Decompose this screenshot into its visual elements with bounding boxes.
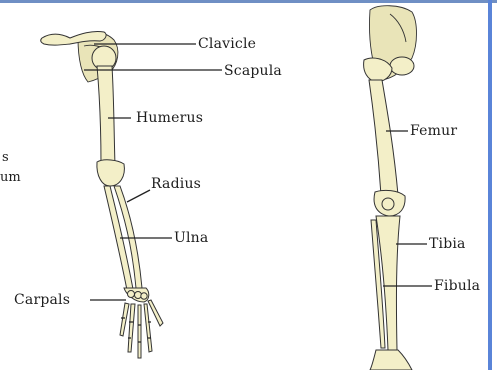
label-femur: Femur (410, 123, 457, 139)
cutoff-text-line1: s (2, 150, 9, 166)
patella (382, 198, 394, 210)
label-carpals: Carpals (14, 292, 70, 308)
carpal-1 (128, 291, 135, 298)
label-clavicle: Clavicle (198, 36, 256, 52)
radius-leader (127, 190, 150, 202)
humerus-bone (97, 66, 115, 165)
leg-skeleton (364, 6, 417, 370)
label-ulna: Ulna (174, 230, 208, 246)
finger-bones (120, 300, 163, 358)
elbow-joint (97, 160, 124, 186)
label-fibula: Fibula (434, 278, 480, 294)
label-radius: Radius (151, 176, 201, 192)
label-scapula: Scapula (224, 63, 282, 79)
label-humerus: Humerus (136, 110, 203, 126)
foot-bones (370, 350, 412, 370)
carpal-3 (141, 293, 147, 299)
cutoff-text-line2: um (0, 170, 21, 186)
arm-skeleton (41, 31, 163, 358)
femur-bone (369, 80, 398, 195)
label-tibia: Tibia (429, 236, 466, 252)
hip-socket (390, 57, 414, 75)
